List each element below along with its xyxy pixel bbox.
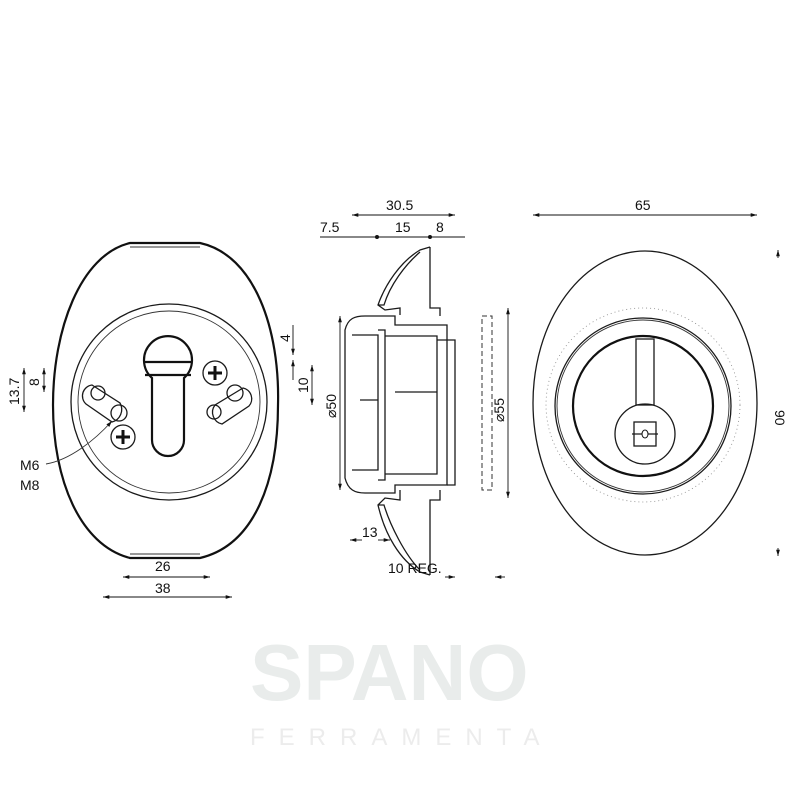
dim-8-side: 8 xyxy=(436,219,444,235)
dim-7-5: 7.5 xyxy=(320,219,340,235)
wall-cutout-indicator xyxy=(481,315,493,491)
keyway-icon xyxy=(632,421,658,447)
slotted-hole-right xyxy=(206,384,253,425)
watermark: SPANO FERRAMENTA xyxy=(250,628,554,751)
dim-38: 38 xyxy=(155,580,171,596)
thread-label-m6: M6 xyxy=(20,457,40,473)
side-cone-profile xyxy=(377,246,441,316)
side-body xyxy=(344,315,448,494)
cylinder-plug xyxy=(614,403,676,465)
screw-icon xyxy=(202,360,228,386)
dim-4: 4 xyxy=(277,334,293,342)
dim-13: 13 xyxy=(362,524,378,540)
slotted-hole-left xyxy=(81,384,128,423)
front-view: M6 M8 26 38 13.7 8 4 10 xyxy=(6,241,314,599)
watermark-subtitle: FERRAMENTA xyxy=(250,724,554,751)
side-view: 30.5 7.5 15 8 ⌀50 ⌀55 13 10 REG. xyxy=(320,197,510,579)
rosette-outer-ring xyxy=(70,303,268,501)
screw-icon xyxy=(110,424,136,450)
dim-30-5: 30.5 xyxy=(386,197,413,213)
front-escutcheon-outline xyxy=(51,241,280,560)
dim-26: 26 xyxy=(155,558,171,574)
dim-diameter-50: ⌀50 xyxy=(323,394,339,418)
key-blade xyxy=(635,338,655,406)
dim-15: 15 xyxy=(395,219,411,235)
cylinder-keyhole xyxy=(142,335,194,458)
cylinder-housing xyxy=(571,334,715,478)
dim-8: 8 xyxy=(26,378,42,386)
back-view: 65 90 xyxy=(532,197,788,556)
dim-13-7: 13.7 xyxy=(6,378,22,405)
watermark-brand: SPANO xyxy=(250,628,529,717)
dim-10: 10 xyxy=(295,377,311,393)
back-ring xyxy=(554,317,732,495)
dim-90: 90 xyxy=(772,410,788,426)
back-plate-outline xyxy=(532,250,758,556)
dim-diameter-55: ⌀55 xyxy=(491,398,507,422)
dim-65: 65 xyxy=(635,197,651,213)
thread-label-m8: M8 xyxy=(20,477,40,493)
dim-10-reg: 10 REG. xyxy=(388,560,442,576)
